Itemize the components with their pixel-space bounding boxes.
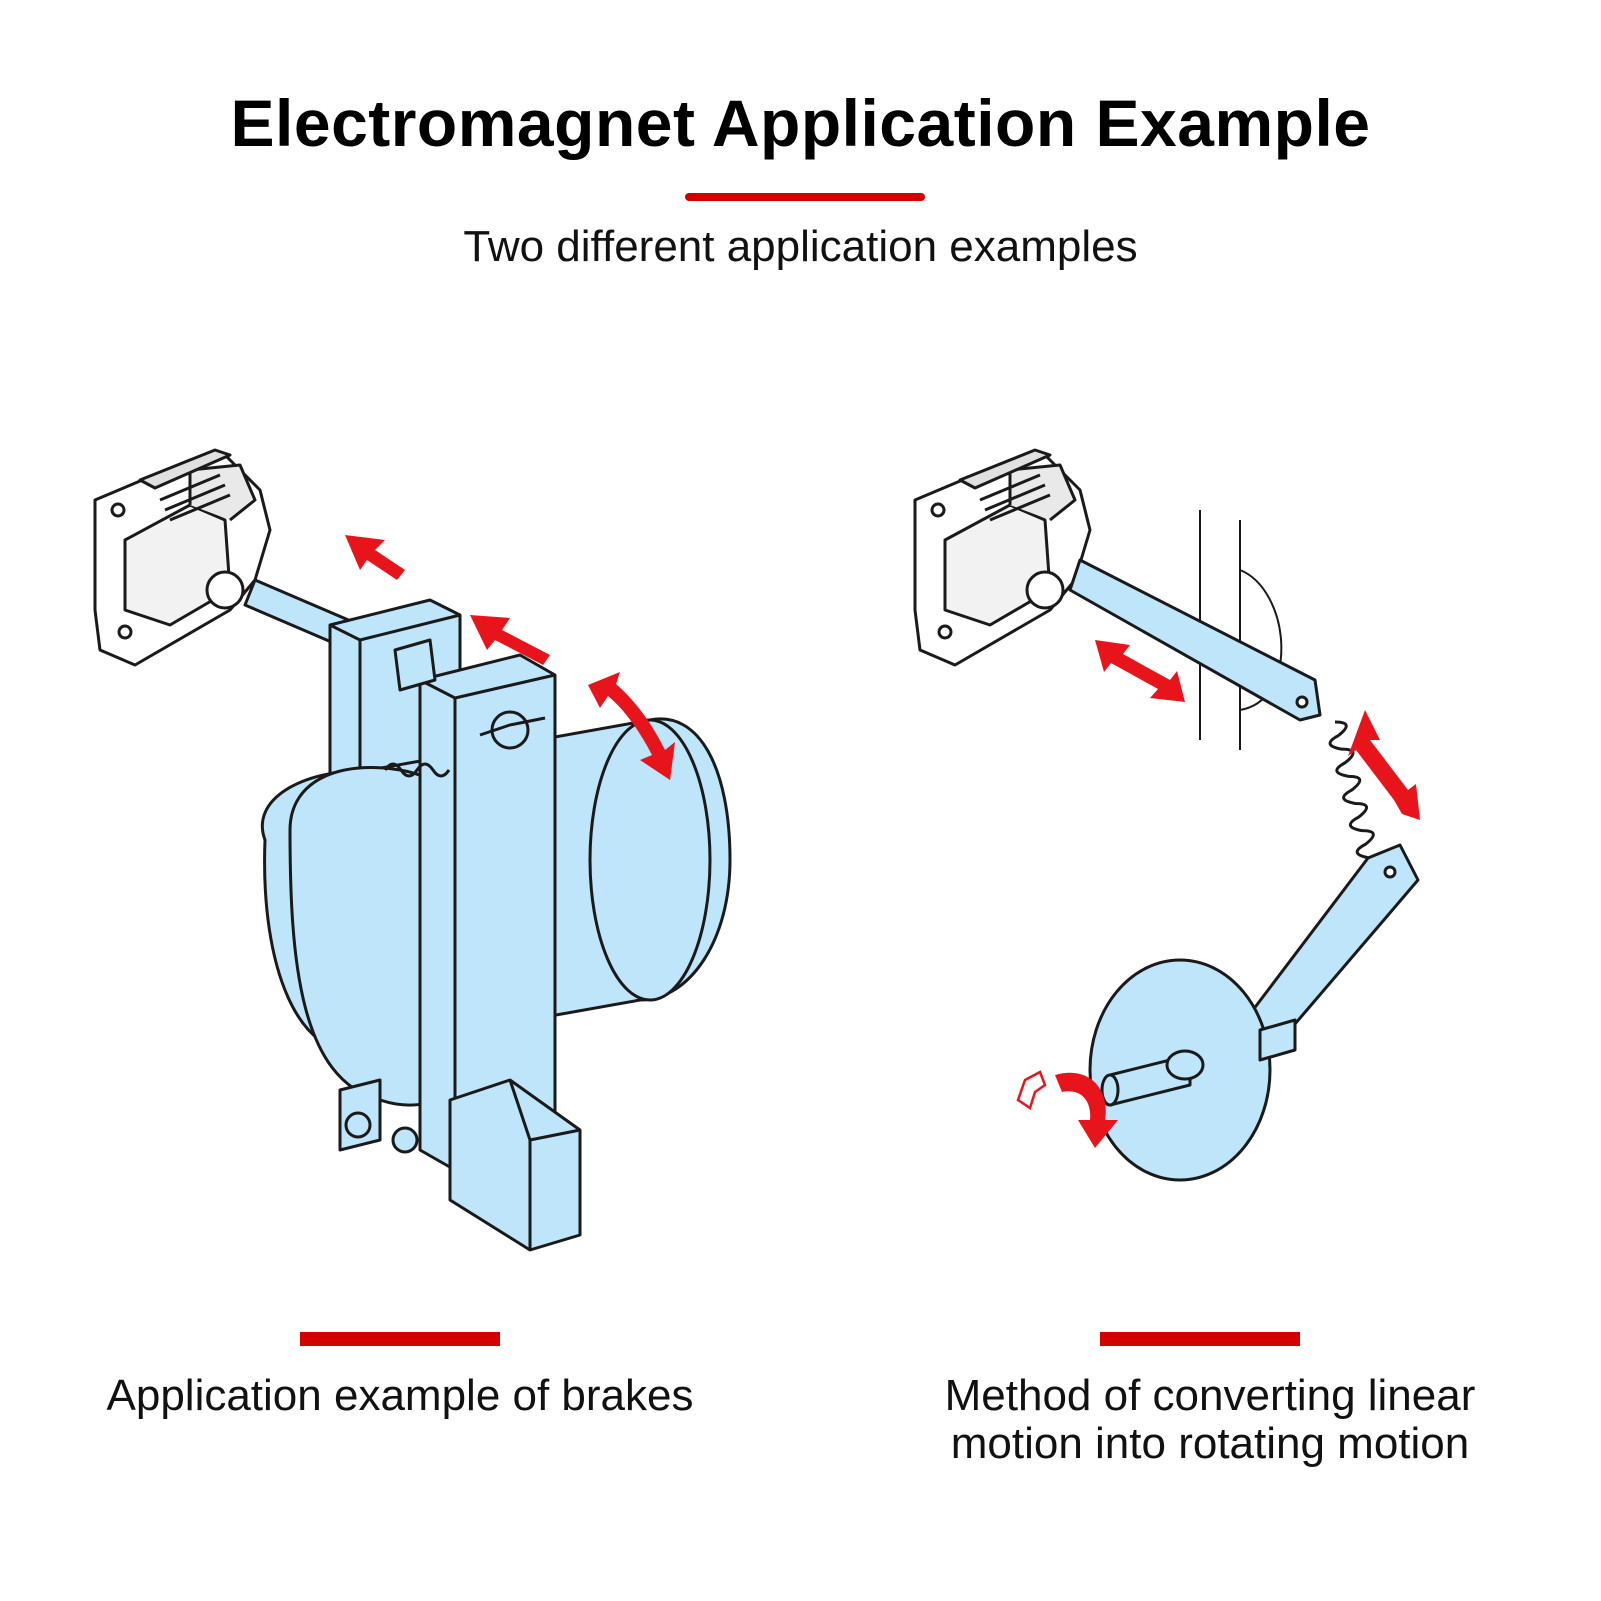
arrow-icon [345,535,405,580]
double-arrow-icon [1348,710,1420,820]
brake-spring [383,762,451,778]
motion-arrows-right [1016,640,1420,1148]
double-arrow-icon [1095,640,1185,702]
caption-underline-right [1100,1332,1300,1346]
electromagnet-right [913,448,1092,667]
caption-linear-to-rotary: Method of converting linear motion into … [944,1371,1476,1468]
brake-diagram [93,448,732,1252]
electromagnet-left [93,448,272,667]
caption-underline-left [300,1332,500,1346]
base-block [448,1078,582,1252]
page-title: Electromagnet Application Example [230,86,1371,160]
rotation-arrow-icon [1055,1072,1118,1148]
curved-arrow-icon [588,672,675,780]
linkage-spring [1328,720,1382,873]
page-subtitle: Two different application examples [463,222,1138,271]
title-underline [685,193,925,201]
motion-arrows-left [345,535,675,780]
plunger-arm [1068,558,1322,722]
arrow-icon [470,615,550,665]
linkage-diagram [913,448,1420,1182]
rotation-arrow-outline-icon [1016,1070,1047,1110]
caption-brakes: Application example of brakes [106,1371,694,1420]
